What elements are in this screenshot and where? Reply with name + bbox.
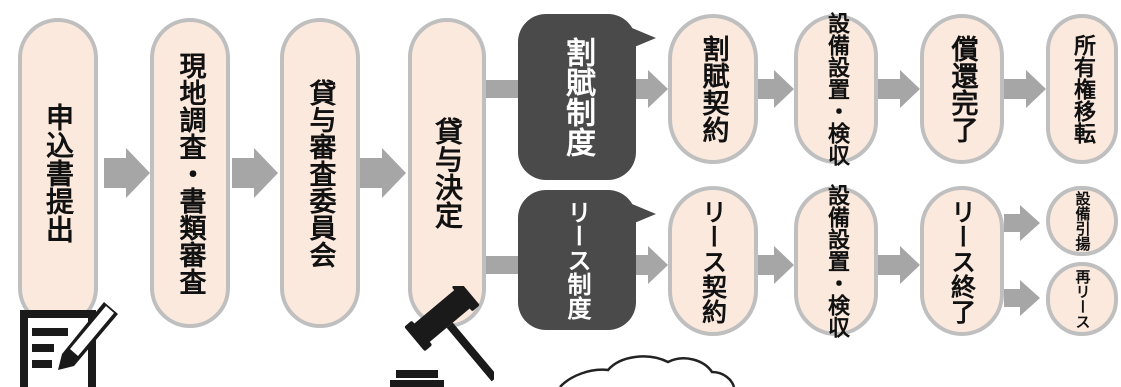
arrow-inst-contract-install — [758, 70, 794, 108]
step-apply: 申込書提出 — [18, 18, 98, 328]
document-pen-icon — [20, 302, 118, 387]
arrow-lease-system-contract — [636, 246, 668, 284]
arrow-lease-install-end — [876, 246, 920, 284]
lease-option-b: 再リース — [1046, 262, 1118, 336]
step-committee-label: 貸与審査委員会 — [304, 78, 336, 268]
cloud-outline — [559, 355, 736, 387]
lease-option-b-label: 再リース — [1073, 269, 1092, 329]
lease-contract: リース契約 — [668, 186, 758, 336]
installment-install: 設備設置・検収 — [794, 12, 878, 166]
arrow-inst-complete-final — [1004, 70, 1046, 108]
speech-tail — [632, 28, 656, 48]
installment-install-label: 設備設置・検収 — [824, 12, 849, 166]
arrow-lease-contract-install — [758, 246, 794, 284]
arrow-lease-end-option-a — [1004, 205, 1040, 241]
arrow-decision-lease — [482, 256, 522, 274]
lease-contract-label: リース契約 — [698, 198, 728, 324]
installment-final: 所有権移転 — [1046, 14, 1118, 164]
lease-system-label: リース制度 — [563, 200, 591, 320]
step-apply-label: 申込書提出 — [42, 103, 75, 243]
installment-system-label: 割賦制度 — [560, 37, 595, 157]
lease-option-a-label: 設備引揚 — [1073, 191, 1092, 251]
arrow-inst-system-contract — [636, 70, 668, 108]
installment-system-box: 割賦制度 — [518, 14, 656, 180]
step-survey: 現地調査・書類審査 — [150, 18, 230, 328]
installment-complete-label: 償還完了 — [946, 35, 978, 143]
lease-end-label: リース終了 — [947, 198, 977, 324]
arrow-apply-survey — [104, 148, 150, 198]
installment-contract-label: 割賦契約 — [697, 35, 729, 143]
installment-complete: 償還完了 — [920, 14, 1004, 164]
arrow-decision-installment — [482, 80, 522, 98]
step-committee: 貸与審査委員会 — [280, 18, 360, 328]
speech-tail — [632, 204, 656, 224]
lease-system-box: リース制度 — [518, 190, 656, 330]
arrow-lease-end-option-b — [1004, 280, 1040, 316]
installment-final-label: 所有権移転 — [1070, 34, 1095, 144]
lease-install: 設備設置・検収 — [794, 184, 878, 338]
step-decision: 貸与決定 — [408, 18, 486, 328]
arrow-survey-committee — [232, 148, 278, 198]
step-decision-label: 貸与決定 — [431, 117, 464, 229]
arrow-committee-decision — [360, 148, 406, 198]
lease-option-a: 設備引揚 — [1046, 186, 1118, 256]
step-survey-label: 現地調査・書類審査 — [174, 51, 206, 295]
installment-contract: 割賦契約 — [668, 14, 758, 164]
arrow-inst-install-complete — [876, 70, 920, 108]
gavel-icon — [390, 286, 494, 387]
lease-end: リース終了 — [920, 186, 1004, 336]
lease-install-label: 設備設置・検収 — [824, 184, 849, 338]
